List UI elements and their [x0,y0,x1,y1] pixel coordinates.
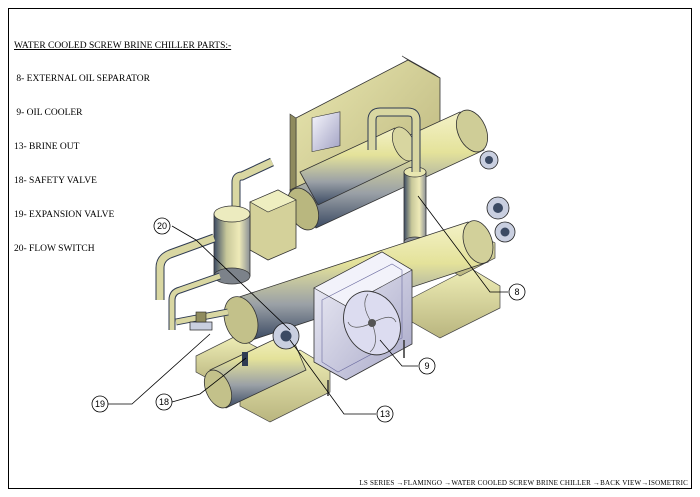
callout-13-label: 13 [380,409,390,419]
callout-18-label: 18 [159,397,169,407]
callout-9-label: 9 [424,361,429,371]
legend-item-13: 13- BRINE OUT [14,142,80,153]
callout-8: 8 [417,195,526,301]
legend-title: WATER COOLED SCREW BRINE CHILLER PARTS:- [14,40,232,51]
oil-separator [403,166,427,248]
water-flanges [479,150,516,243]
callout-20-label: 20 [157,221,167,231]
discharge-piping [231,107,421,215]
callout-8-label: 8 [514,287,519,297]
lower-shell [203,322,307,409]
callout-13: 13 [289,339,394,423]
drawing-footer: LS SERIES →FLAMINGO →WATER COOLED SCREW … [359,479,688,487]
callout-18: 18 [155,357,247,411]
callout-20: 20 [153,217,291,331]
expansion-valve [189,311,213,331]
callout-9: 9 [379,339,436,375]
legend-item-18: 18- SAFETY VALVE [14,176,97,187]
electrical-box [249,189,297,261]
legend-item-20: 20- FLOW SWITCH [14,243,95,254]
suction-accumulator [213,205,251,285]
legend-item-9: 9- OIL COOLER [14,108,83,119]
callout-19: 19 [91,333,211,413]
refrigerant-piping [155,233,229,330]
oil-cooler [313,251,413,396]
drawing-border [8,8,692,489]
callout-19-label: 19 [95,399,105,409]
parts-legend: WATER COOLED SCREW BRINE CHILLER PARTS:-… [14,18,231,267]
legend-item-19: 19- EXPANSION VALVE [14,210,115,221]
legend-item-8: 8- EXTERNAL OIL SEPARATOR [14,74,150,85]
